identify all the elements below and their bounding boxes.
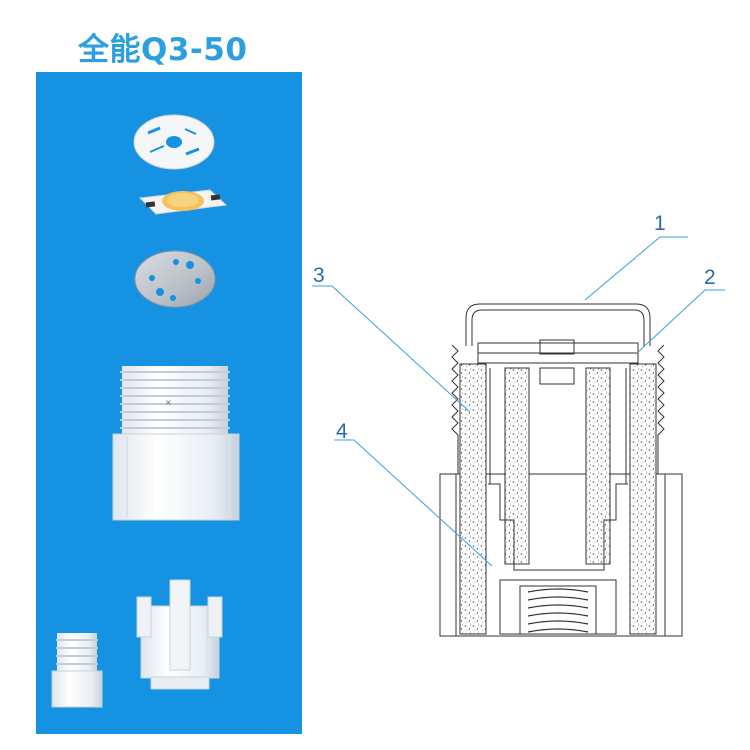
threaded-housing: × [112, 366, 240, 521]
cob-led-chip [138, 189, 228, 215]
inner-holder [488, 483, 628, 571]
leader-line-1 [584, 236, 688, 301]
ceramic-insulator-disc [133, 114, 215, 170]
slotted-inner-holder [136, 579, 223, 690]
left-inner-column [504, 367, 530, 565]
callout-4: 4 [336, 420, 348, 443]
svg-text:×: × [165, 398, 172, 407]
callout-3: 3 [313, 264, 325, 287]
aluminum-base-plate [134, 250, 216, 308]
lens-cap [465, 303, 651, 346]
left-thread-profile [451, 344, 459, 474]
bottom-socket [499, 579, 617, 635]
product-title: 全能Q3-50 [78, 32, 248, 68]
right-thread-profile [657, 344, 665, 474]
leader-line-4 [334, 439, 493, 567]
leader-line-2 [635, 289, 725, 355]
small-threaded-connector [51, 633, 103, 708]
left-insulation-wall [459, 363, 487, 635]
socket-threads [527, 588, 589, 633]
leader-line-3 [312, 285, 471, 413]
outer-base-shell [439, 473, 683, 637]
callout-1: 1 [654, 212, 666, 235]
callout-2: 2 [704, 266, 716, 289]
right-insulation-wall [629, 363, 657, 635]
right-inner-column [585, 367, 611, 565]
